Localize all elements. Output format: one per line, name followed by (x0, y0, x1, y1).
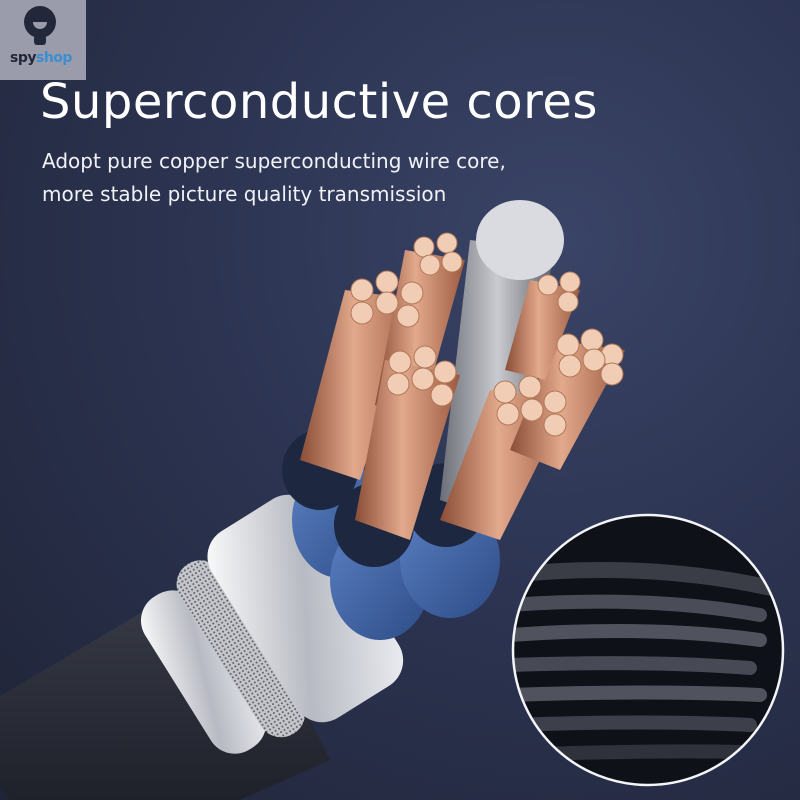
logo-body-icon (34, 35, 46, 45)
headline-subtitle-line2: more stable picture quality transmission (42, 182, 447, 206)
headline-subtitle-line1: Adopt pure copper superconducting wire c… (42, 149, 506, 173)
brand-wordmark: spyshop (10, 50, 72, 66)
logo-mask-detail (33, 22, 47, 29)
copper-bundles (300, 250, 625, 540)
brand-logo[interactable]: spyshop (0, 0, 86, 80)
brand-name-part2: shop (35, 50, 72, 66)
brand-name-part1: spy (10, 50, 36, 66)
copper-strand-ends (350, 232, 624, 437)
cable-detail-inset (511, 513, 785, 787)
shield-layers (140, 494, 404, 754)
headline-title: Superconductive cores (40, 74, 598, 130)
